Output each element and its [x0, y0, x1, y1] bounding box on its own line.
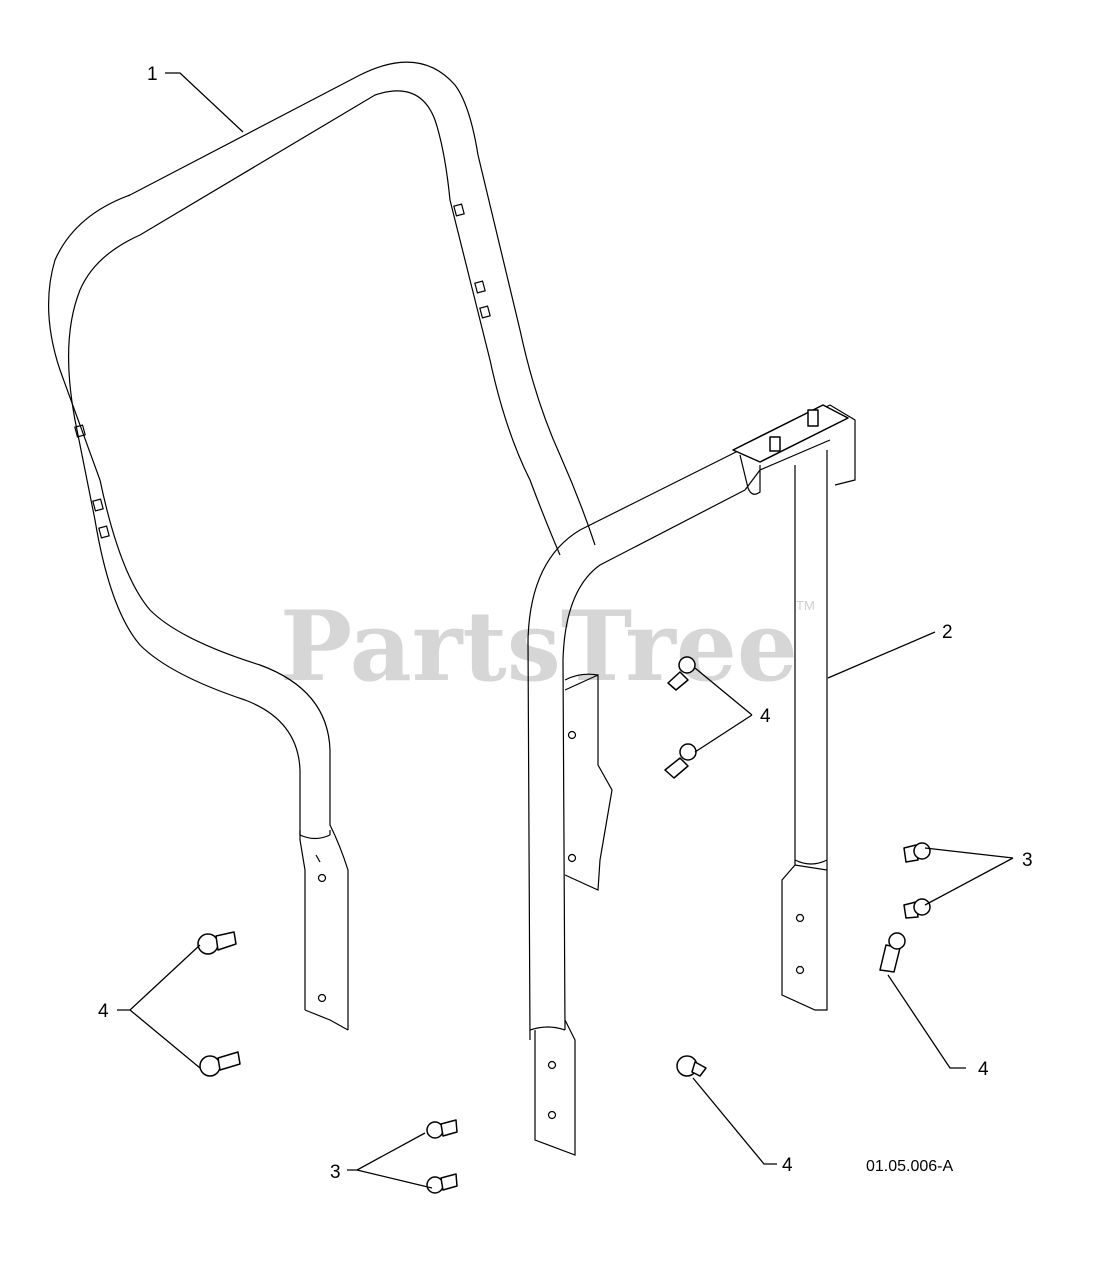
pin-icon [769, 436, 781, 452]
bolt-icon [903, 898, 931, 919]
hole-icon [547, 1110, 557, 1120]
screw-icon [667, 656, 696, 691]
watermark-trademark: TM [796, 598, 815, 613]
hole-icon [567, 730, 577, 740]
hole-icon [567, 853, 577, 863]
callout-3-bottom: 3 [330, 1162, 341, 1183]
callout-3-right: 3 [1022, 850, 1033, 871]
bolt-icon [426, 1119, 458, 1139]
callout-4-center: 4 [760, 706, 771, 727]
screw-icon [879, 932, 906, 973]
part-1-handle-bar [47, 61, 596, 1031]
bolt-icon [426, 1173, 458, 1194]
screw-icon [197, 931, 237, 955]
hole-icon [795, 913, 805, 923]
callout-2: 2 [942, 622, 953, 643]
screw-icon [676, 1055, 707, 1077]
screw-icon [664, 743, 697, 779]
watermark-brand: PartsTree [280, 590, 798, 703]
hole-icon [317, 993, 327, 1003]
screw-icon [199, 1051, 241, 1077]
callout-4-bottom: 4 [782, 1155, 793, 1176]
hole-icon [795, 965, 805, 975]
leader-4-right [887, 974, 966, 1069]
leader-4-left [117, 944, 201, 1069]
hole-icon [317, 873, 327, 883]
leader-4-bottom [692, 1077, 777, 1165]
part-2-handle-frame [527, 404, 856, 1156]
leader-3-bottom [347, 1132, 433, 1189]
figure-id: 01.05.006-A [866, 1158, 954, 1175]
hole-icon [547, 1060, 557, 1070]
callout-4-right: 4 [978, 1059, 989, 1080]
callout-1: 1 [147, 64, 158, 85]
leader-2 [827, 631, 936, 679]
bolt-icon [903, 842, 931, 863]
pin-icon [807, 409, 819, 427]
callout-4-left: 4 [98, 1001, 109, 1022]
leader-3-right [924, 847, 1014, 906]
leader-1 [165, 72, 244, 133]
leader-4-center [694, 667, 753, 753]
